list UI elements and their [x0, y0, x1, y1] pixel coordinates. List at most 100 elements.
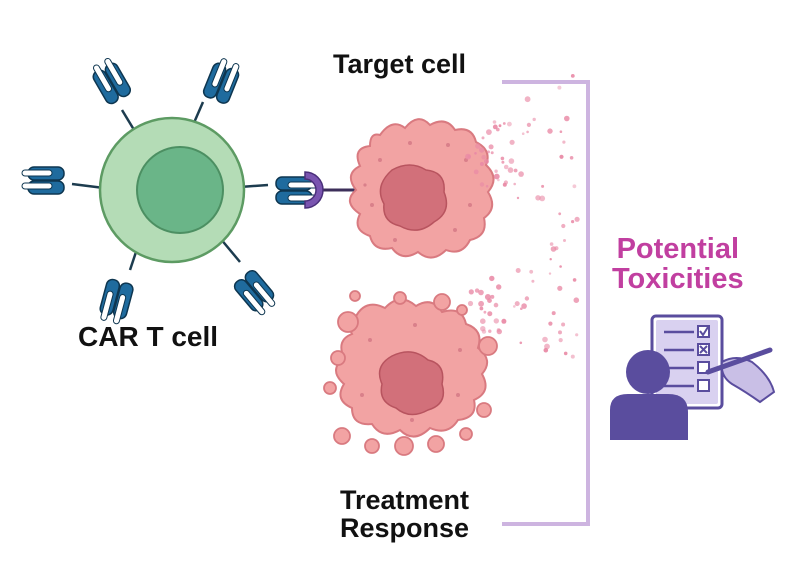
particle: [480, 318, 486, 325]
particle: [551, 311, 556, 316]
particle: [503, 164, 509, 170]
particle: [496, 328, 502, 335]
particle: [559, 130, 563, 133]
particle: [547, 128, 553, 134]
particle: [542, 336, 548, 343]
particle: [548, 272, 552, 275]
particle: [516, 196, 520, 200]
particle: [526, 122, 532, 127]
receptor-icon: [21, 166, 65, 195]
particle: [483, 310, 487, 314]
particle: [532, 117, 536, 122]
particle: [548, 321, 553, 326]
bracket: [502, 80, 590, 526]
particle: [573, 297, 580, 304]
receptor-icon: [96, 277, 135, 327]
particle: [481, 154, 487, 160]
particle: [513, 305, 516, 308]
receptor-icon: [231, 267, 281, 319]
potential-toxicities-line1: Potential: [616, 233, 740, 265]
treatment-response-line2: Response: [340, 513, 470, 544]
particle: [479, 182, 485, 187]
particle: [486, 129, 492, 136]
particle: [485, 184, 489, 188]
particle: [467, 154, 471, 159]
particle: [481, 329, 487, 334]
particle: [474, 288, 480, 293]
particle: [524, 296, 530, 301]
receptor-icon: [87, 55, 134, 107]
particle: [513, 182, 516, 186]
particle: [544, 343, 550, 350]
potential-toxicities-label: Potential Toxicities: [612, 234, 744, 295]
potential-toxicities-line2: Toxicities: [612, 263, 744, 296]
particle: [501, 318, 507, 324]
particle: [559, 265, 562, 268]
particle: [562, 140, 566, 144]
particle: [572, 184, 577, 189]
particle: [514, 301, 520, 307]
particle: [559, 154, 564, 159]
particle: [563, 239, 566, 242]
particle: [561, 322, 566, 327]
treatment-response-line1: Treatment: [340, 485, 470, 515]
particle: [520, 307, 523, 311]
particle: [518, 171, 524, 177]
particle: [558, 212, 562, 216]
particle: [572, 278, 577, 282]
particle: [490, 294, 495, 299]
particle: [478, 289, 484, 296]
particle: [563, 351, 568, 356]
clinician-checklist-icon: [610, 314, 776, 440]
particle: [541, 184, 545, 188]
particle: [479, 306, 484, 311]
particle: [502, 122, 506, 125]
particle: [488, 329, 492, 333]
particle: [490, 151, 494, 155]
particle: [508, 158, 515, 164]
particle: [484, 159, 489, 164]
particle: [569, 156, 574, 160]
particle: [531, 279, 535, 283]
car-t-cell-label: CAR T cell: [78, 321, 219, 352]
particle: [473, 169, 479, 175]
particle: [549, 242, 554, 246]
particle: [492, 124, 498, 130]
particle: [524, 96, 531, 103]
particle: [526, 130, 529, 134]
particle: [539, 195, 546, 202]
particle: [554, 246, 559, 251]
particle: [487, 311, 493, 317]
particle: [521, 132, 525, 135]
target-cell-label: Target cell: [333, 49, 467, 79]
particle: [501, 160, 505, 164]
particle: [474, 152, 477, 155]
particle: [558, 330, 562, 335]
particle: [488, 144, 494, 150]
particle: [574, 216, 580, 222]
particle: [475, 143, 481, 149]
particle: [496, 127, 500, 132]
particle: [507, 121, 512, 127]
released-particles: [465, 74, 580, 359]
particle: [493, 173, 500, 180]
particle: [507, 167, 514, 173]
particle: [564, 115, 570, 122]
target-cell-icon: [349, 118, 495, 259]
particle: [557, 85, 562, 90]
particle: [502, 182, 507, 187]
particle: [492, 120, 497, 124]
particle: [478, 300, 484, 307]
particle: [497, 178, 500, 182]
particle: [549, 258, 552, 261]
particle: [535, 195, 541, 201]
receptor-icon: [201, 55, 244, 106]
particle: [489, 275, 495, 282]
particle: [519, 341, 523, 345]
particle: [481, 136, 485, 140]
particle: [575, 333, 579, 337]
particle: [479, 147, 485, 153]
particle: [479, 162, 484, 166]
particle: [498, 124, 502, 128]
